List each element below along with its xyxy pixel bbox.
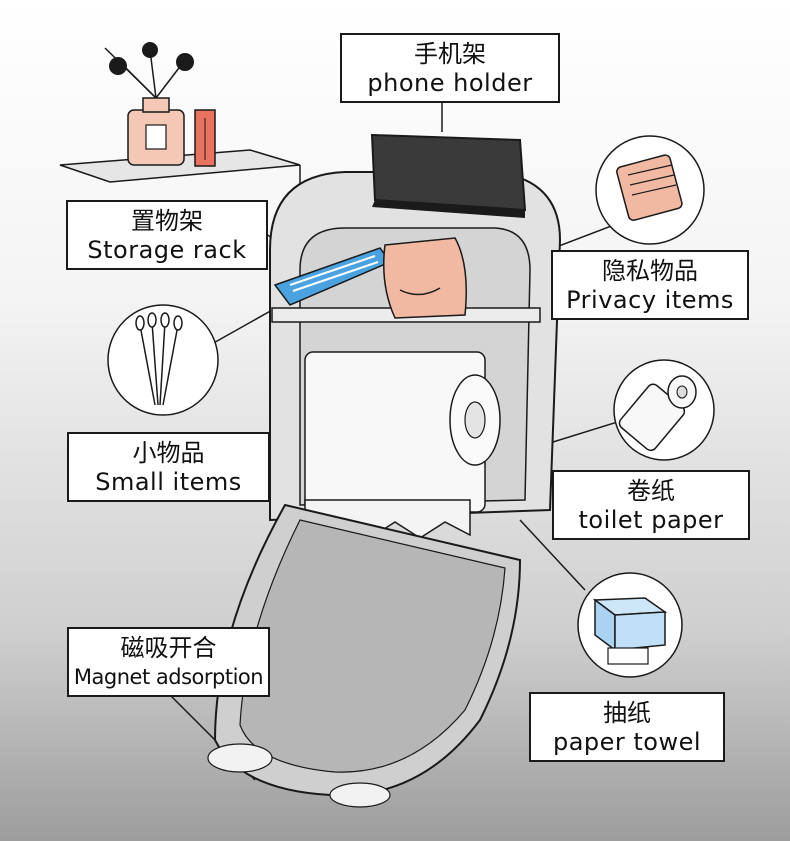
paper-towel-callout-icon — [577, 572, 683, 678]
toilet-paper-label-en: toilet paper — [578, 506, 724, 534]
storage-rack-label-zh: 置物架 — [131, 207, 203, 235]
phone-holder-label-en: phone holder — [367, 69, 533, 97]
toilet-paper-label-zh: 卷纸 — [627, 477, 675, 505]
small-items-label-en: Small items — [95, 468, 242, 496]
magnet-adsorption-label-zh: 磁吸开合 — [120, 634, 217, 662]
organizer-body-illustration — [207, 133, 562, 808]
paper-towel-label-en: paper towel — [552, 728, 702, 756]
toilet-paper-label: 卷纸 toilet paper — [552, 470, 750, 540]
privacy-items-label-en: Privacy items — [566, 286, 734, 314]
magnet-adsorption-label: 磁吸开合 Magnet adsorption — [67, 627, 270, 697]
phone-holder-label-zh: 手机架 — [414, 40, 486, 68]
cotton-swabs-callout-icon — [107, 304, 219, 416]
small-items-label-zh: 小物品 — [132, 439, 205, 467]
paper-towel-label-zh: 抽纸 — [603, 699, 651, 727]
storage-rack-label-en: Storage rack — [87, 236, 247, 264]
diffuser-tray-illustration — [59, 42, 301, 185]
privacy-items-label: 隐私物品 Privacy items — [551, 250, 749, 320]
magnet-adsorption-label-en: Magnet adsorption — [73, 665, 264, 689]
small-items-label: 小物品 Small items — [67, 432, 270, 502]
toilet-paper-callout-icon — [613, 359, 715, 461]
privacy-items-label-zh: 隐私物品 — [602, 257, 698, 285]
storage-rack-label: 置物架 Storage rack — [66, 200, 268, 270]
paper-towel-label: 抽纸 paper towel — [529, 692, 725, 762]
phone-holder-label: 手机架 phone holder — [340, 33, 560, 103]
privacy-items-callout-icon — [595, 135, 705, 245]
